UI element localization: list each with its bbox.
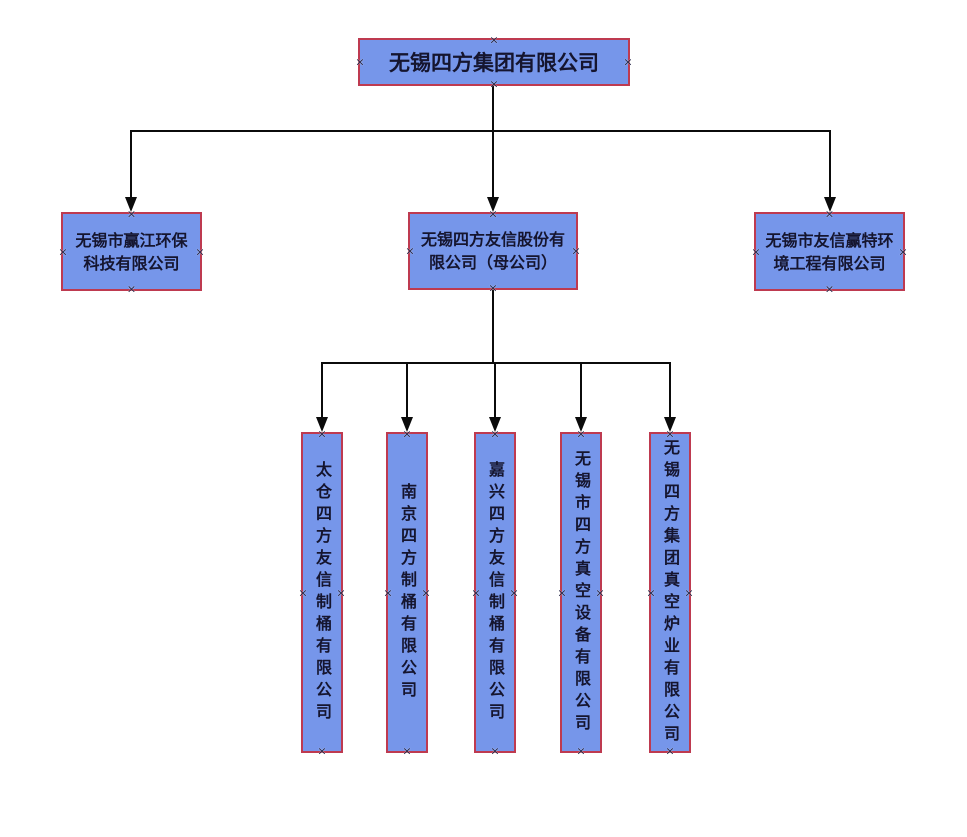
connection-handle-icon: × — [665, 744, 675, 758]
connection-handle-icon: × — [402, 744, 412, 758]
arrowhead-icon — [487, 197, 499, 212]
connection-handle-icon: × — [195, 245, 205, 258]
connection-handle-icon: × — [298, 586, 308, 599]
node-label: 太仓四方友信制桶有限公司 — [313, 460, 332, 725]
connection-handle-icon: × — [490, 744, 500, 758]
node-label: 无锡四方集团真空炉业有限公司 — [661, 438, 680, 747]
connector-l2-drop-3 — [494, 362, 496, 418]
node-label: 嘉兴四方友信制桶有限公司 — [486, 460, 505, 725]
connection-handle-icon: × — [751, 245, 761, 258]
connector-l2-bar — [321, 362, 671, 364]
node-label-line: 限公司（母公司） — [428, 253, 557, 272]
connector-l1-bar — [130, 130, 831, 132]
connection-handle-icon: × — [824, 282, 835, 296]
node-jiaxing-drum[interactable]: × × × × 嘉兴四方友信制桶有限公司 — [471, 427, 519, 757]
connection-handle-icon: × — [317, 744, 327, 758]
node-label: 无锡四方友信股份有 限公司（母公司） — [421, 228, 565, 274]
arrowhead-icon — [125, 197, 137, 212]
connection-handle-icon: × — [490, 427, 500, 441]
node-label-line: 无锡市赢江环保 — [75, 230, 188, 250]
connection-handle-icon: × — [824, 207, 835, 221]
node-vacuum-furnace[interactable]: × × × × 无锡四方集团真空炉业有限公司 — [646, 427, 694, 757]
connection-handle-icon: × — [576, 427, 586, 441]
node-root-group[interactable]: × × × × 无锡四方集团有限公司 — [355, 33, 633, 90]
node-label-line: 无锡市友信赢特环 — [765, 230, 894, 250]
node-taicang-drum[interactable]: × × × × 太仓四方友信制桶有限公司 — [298, 427, 346, 757]
connection-handle-icon: × — [383, 586, 393, 599]
connection-handle-icon: × — [355, 55, 365, 69]
connection-handle-icon: × — [336, 586, 346, 599]
node-root-label: 无锡四方集团有限公司 — [389, 50, 599, 75]
connection-handle-icon: × — [646, 586, 656, 599]
connector-l2-drop-2 — [406, 362, 408, 418]
node-label: 无锡市四方真空设备有限公司 — [572, 449, 591, 736]
connection-handle-icon: × — [595, 586, 605, 599]
node-label: 无锡市友信赢特环 境工程有限公司 — [765, 229, 893, 275]
connection-handle-icon: × — [623, 55, 633, 69]
node-label-line: 科技有限公司 — [83, 253, 180, 273]
node-label: 无锡市赢江环保 科技有限公司 — [75, 229, 187, 275]
connection-handle-icon: × — [58, 245, 68, 258]
connection-handle-icon: × — [126, 282, 137, 296]
node-parent-company[interactable]: × × × × 无锡四方友信股份有 限公司（母公司） — [405, 207, 581, 294]
connector-l1-drop-left — [130, 130, 132, 198]
connection-handle-icon: × — [898, 245, 908, 258]
connection-handle-icon: × — [421, 586, 431, 599]
node-label-line: 境工程有限公司 — [773, 253, 886, 273]
connector-l1-drop-right — [829, 130, 831, 198]
node-vacuum-equipment[interactable]: × × × × 无锡市四方真空设备有限公司 — [557, 427, 605, 757]
arrowhead-icon — [489, 417, 501, 432]
arrowhead-icon — [316, 417, 328, 432]
connector-l2-spine — [492, 290, 494, 362]
arrowhead-icon — [401, 417, 413, 432]
connector-l1-spine — [492, 86, 494, 198]
connector-l2-drop-5 — [669, 362, 671, 418]
arrowhead-icon — [575, 417, 587, 432]
connector-l2-drop-1 — [321, 362, 323, 418]
arrowhead-icon — [664, 417, 676, 432]
connection-handle-icon: × — [126, 207, 137, 221]
connection-handle-icon: × — [489, 33, 499, 47]
connection-handle-icon: × — [402, 427, 412, 441]
connector-l2-drop-4 — [580, 362, 582, 418]
node-yingjiang-environmental[interactable]: × × × × 无锡市赢江环保 科技有限公司 — [58, 207, 205, 295]
connection-handle-icon: × — [509, 586, 519, 599]
connection-handle-icon: × — [405, 244, 415, 258]
connection-handle-icon: × — [489, 77, 499, 91]
connection-handle-icon: × — [471, 586, 481, 599]
connection-handle-icon: × — [576, 744, 586, 758]
connection-handle-icon: × — [557, 586, 567, 599]
node-label: 南京四方制桶有限公司 — [398, 482, 417, 703]
arrowhead-icon — [824, 197, 836, 212]
connection-handle-icon: × — [488, 281, 498, 295]
node-nanjing-drum[interactable]: × × × × 南京四方制桶有限公司 — [383, 427, 431, 757]
node-label-line: 无锡四方友信股份有 — [420, 230, 565, 249]
node-yingte-engineering[interactable]: × × × × 无锡市友信赢特环 境工程有限公司 — [751, 207, 908, 295]
connection-handle-icon: × — [488, 207, 498, 221]
connection-handle-icon: × — [684, 586, 694, 599]
connection-handle-icon: × — [571, 244, 581, 258]
connection-handle-icon: × — [665, 427, 675, 441]
connection-handle-icon: × — [317, 427, 327, 441]
